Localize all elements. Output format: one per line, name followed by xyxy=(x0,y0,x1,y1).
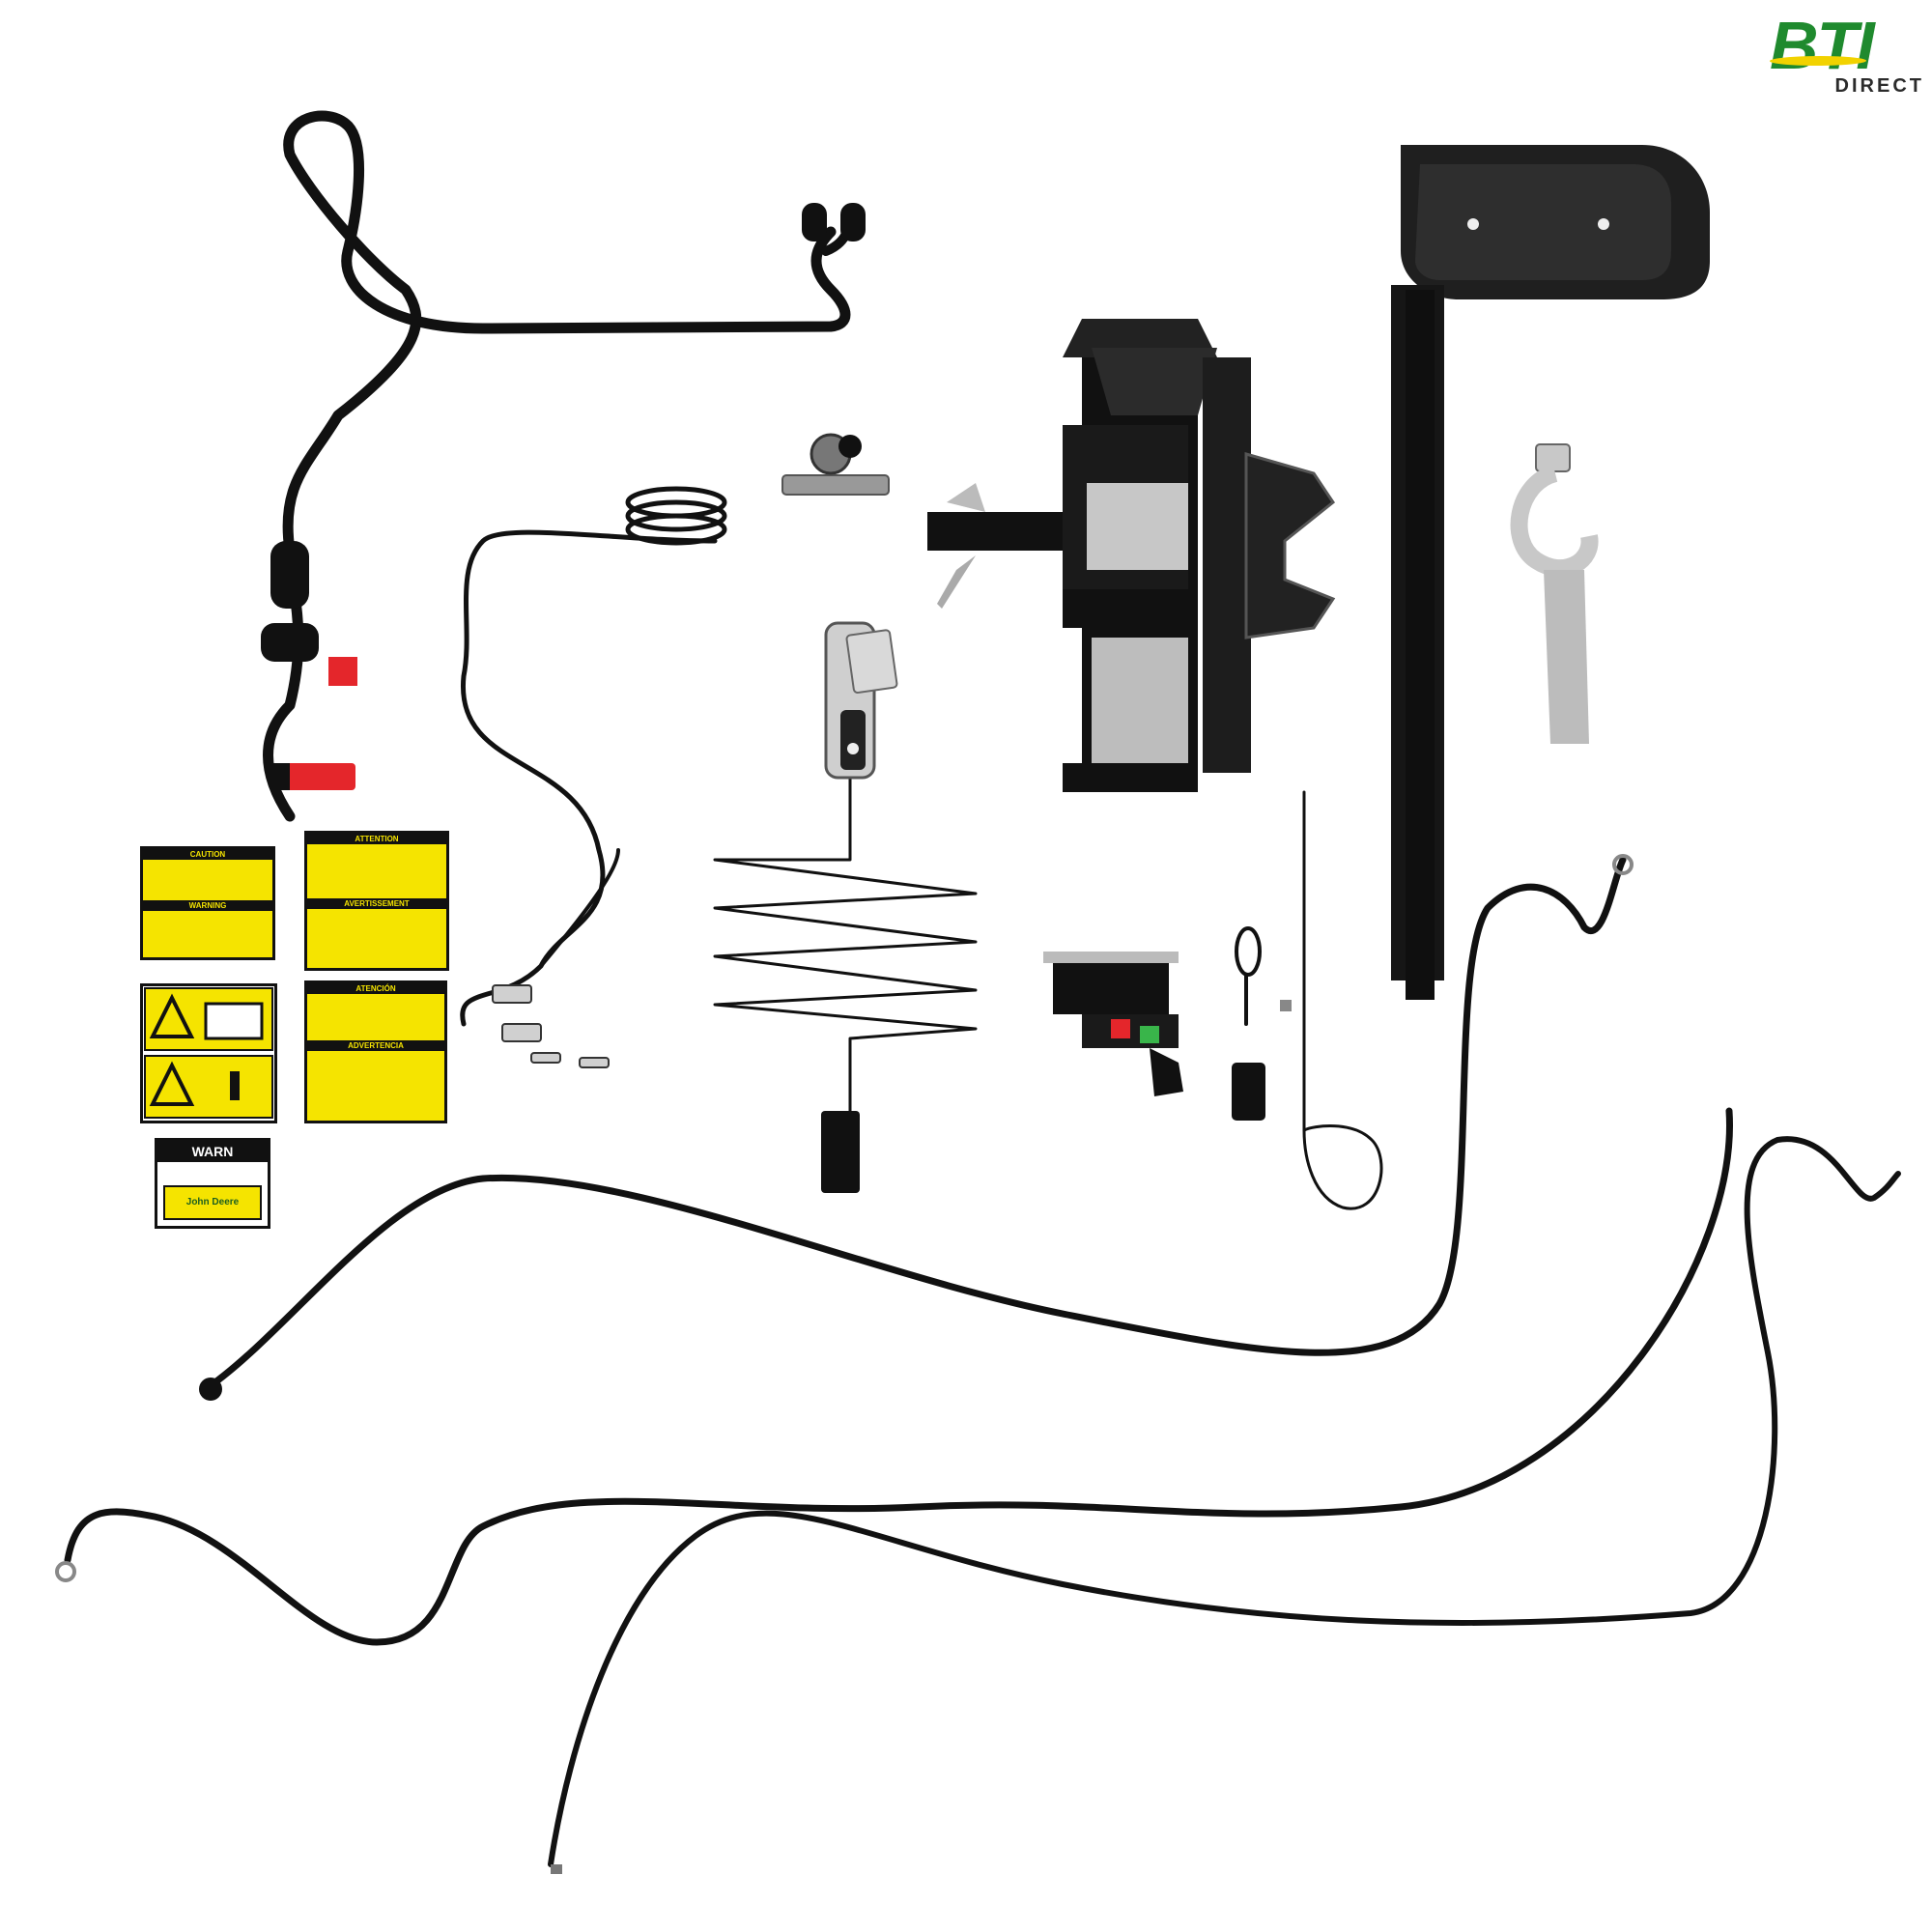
ring-terminal-2 xyxy=(55,1561,76,1582)
winch-hook xyxy=(1510,443,1599,744)
control-harness-cable xyxy=(460,529,718,1027)
handlebar-harness-cable xyxy=(263,110,851,822)
inline-fuse-holder xyxy=(1232,1063,1265,1121)
remote-cable xyxy=(713,771,978,1118)
warning-triangle-icon xyxy=(149,993,195,1038)
control-harness-branch xyxy=(539,848,620,968)
socket-connector xyxy=(781,433,890,496)
switch-connectors xyxy=(802,203,866,242)
long-power-cable-2 xyxy=(64,1107,1733,1646)
fuse-holder-loop xyxy=(1235,926,1262,977)
manual-book-icon xyxy=(204,1002,264,1040)
person-icon xyxy=(230,1071,240,1100)
decal-attention-fr: ATTENTION AVERTISSEMENT xyxy=(304,831,449,971)
harness-connectors xyxy=(492,984,610,1068)
coiled-cable xyxy=(625,486,727,546)
ring-terminal-1 xyxy=(1612,854,1634,875)
decal-caution-en: CAUTION WARNING xyxy=(140,846,275,960)
mounting-bolt xyxy=(1280,1000,1292,1011)
long-power-cable-3 xyxy=(548,1136,1901,1867)
logo-brand: BTI xyxy=(1770,8,1875,83)
winch-assembly xyxy=(927,319,1336,792)
long-power-cable-1 xyxy=(199,856,1627,1395)
bti-direct-logo: BTI DIRECT xyxy=(1768,12,1926,97)
mount-bracket xyxy=(1391,145,1710,1000)
ring-terminal-3 xyxy=(551,1864,562,1874)
handlebar-switch xyxy=(261,541,357,790)
decal-pictogram xyxy=(140,983,277,1123)
decal-warn-john-deere: WARN John Deere xyxy=(155,1138,270,1229)
cable-boot xyxy=(199,1378,222,1401)
logo-sub: DIRECT xyxy=(1834,75,1924,97)
remote-plug xyxy=(821,1111,860,1193)
winch-contactor xyxy=(1043,952,1183,1096)
zip-tie xyxy=(1302,790,1383,1210)
handheld-remote xyxy=(824,621,898,780)
decal-atencion-es: ATENCIÓN ADVERTENCIA xyxy=(304,980,447,1123)
entanglement-icon xyxy=(149,1061,195,1106)
